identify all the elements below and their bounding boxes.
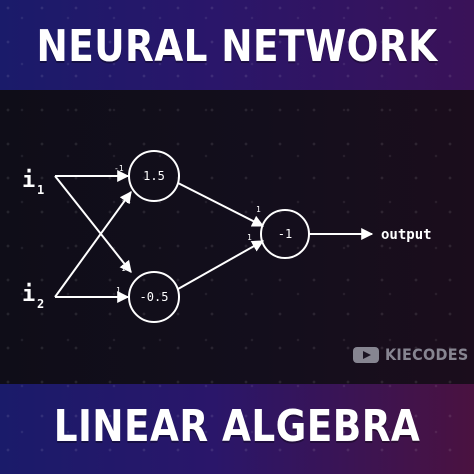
input-i1-sub: 1 (37, 183, 44, 197)
hidden-node-2-label: -0.5 (140, 290, 169, 304)
brand-logo: KIECODES (353, 345, 468, 365)
output-node-label: -1 (278, 227, 292, 241)
weight-i2-h2: 1 (116, 286, 121, 295)
input-i2-main: i (22, 282, 35, 307)
edge-h2-out (177, 240, 265, 290)
input-i2: i 2 (22, 282, 44, 311)
weight-h1-out: 1 (256, 205, 261, 214)
title-top: NEURAL NETWORK (36, 21, 438, 72)
input-i2-sub: 2 (37, 297, 44, 311)
diagram-panel (0, 90, 474, 384)
weight-i1-h1: -1 (114, 164, 124, 173)
output-label: output (381, 227, 432, 243)
weight-i1-h2: 1 (121, 264, 126, 273)
play-icon (353, 347, 379, 363)
brand-name: KIECODES (385, 345, 469, 364)
input-i1: i 1 (22, 168, 44, 197)
footer-band (0, 384, 474, 474)
weight-h2-out: 1 (247, 233, 252, 242)
input-i1-main: i (22, 168, 35, 193)
edge-h1-out (177, 182, 265, 227)
hidden-node-1-label: 1.5 (143, 169, 165, 183)
hidden-node-1 (128, 150, 180, 202)
edge-i1-h2 (54, 175, 132, 273)
title-bottom: LINEAR ALGEBRA (53, 401, 421, 452)
hidden-node-2 (128, 271, 180, 323)
edge-i2-h1 (54, 191, 132, 298)
weight-i2-h1: -1 (121, 196, 131, 205)
header-band (0, 0, 474, 90)
